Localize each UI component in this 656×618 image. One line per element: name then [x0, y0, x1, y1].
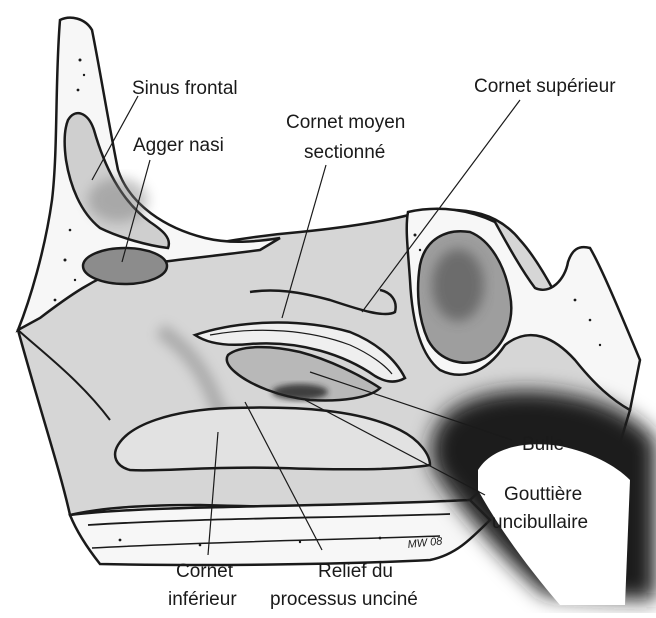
label-relief-1: Relief du	[318, 561, 393, 582]
label-gouttiere-1: Gouttière	[504, 484, 582, 505]
label-cornet-inferieur-2: inférieur	[168, 589, 237, 610]
agger-nasi-cell	[83, 248, 167, 284]
label-gouttiere-2: uncibullaire	[492, 512, 588, 533]
label-agger-nasi: Agger nasi	[133, 135, 224, 156]
label-sinus-frontal: Sinus frontal	[132, 78, 238, 99]
bulla-shadow	[272, 384, 328, 400]
label-cornet-superieur: Cornet supérieur	[474, 76, 616, 97]
label-bulle: Bulle	[522, 434, 564, 455]
label-cornet-inferieur-1: Cornet	[176, 561, 234, 582]
hard-palate	[70, 500, 490, 565]
label-relief-2: processus unciné	[270, 589, 418, 610]
label-cornet-moyen-2: sectionné	[304, 142, 385, 163]
sphenoid-sinus-shadow	[432, 249, 484, 321]
label-cornet-moyen-1: Cornet moyen	[286, 112, 405, 133]
